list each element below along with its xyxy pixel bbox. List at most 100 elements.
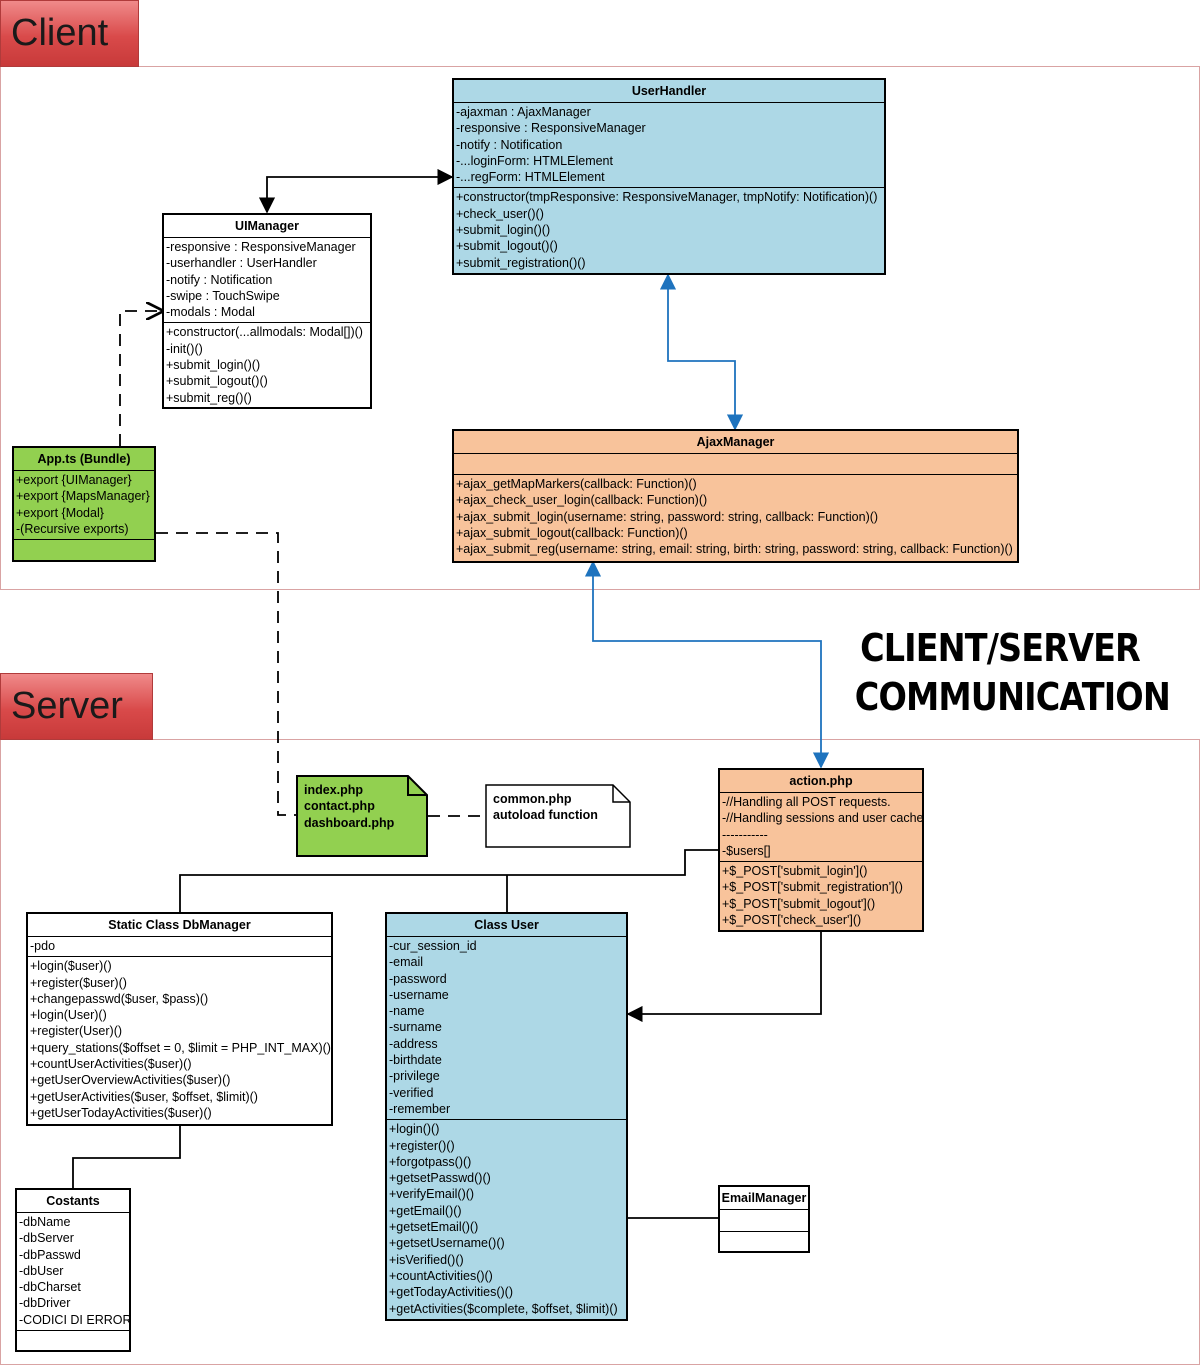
attribute: -(Recursive exports) [16,521,129,536]
userhandler-ajaxmanager-link [659,273,744,431]
action-php-class-name: action.php [720,770,922,793]
common-note-text: common.php autoload function [493,791,598,824]
ajaxmanager-attributes [454,454,1017,475]
attribute: -notify : Notification [456,137,563,152]
method: +submit_logout()() [456,239,558,254]
method: +submit_reg()() [166,390,252,405]
app-pages-dependency [156,532,297,816]
note-line: contact.php [304,799,375,814]
method: +getEmail()() [389,1203,462,1218]
client-section-label: Client [0,0,139,67]
method: -init()() [166,341,203,356]
dbmanager-class[interactable]: Static Class DbManager -pdo +login($user… [26,912,333,1126]
method: +getsetPasswd()() [389,1171,491,1186]
note-shape-icon [296,775,428,857]
attribute: -...loginForm: HTMLElement [456,153,613,168]
attribute: -dbName [19,1215,71,1229]
attribute: -CODICI DI ERRORE [19,1312,131,1327]
attribute: -dbPasswd [19,1247,81,1262]
ajaxmanager-class[interactable]: AjaxManager +ajax_getMapMarkers(callback… [452,429,1019,563]
attribute: -swipe : TouchSwipe [166,288,280,303]
method: +ajax_check_user_login(callback: Functio… [456,493,708,508]
userhandler-class-name: UserHandler [454,80,884,103]
method: +register()() [389,1138,455,1153]
banner-title-line2: COMMUNICATION [854,675,1171,719]
note-shape-icon [485,784,631,848]
method: +ajax_getMapMarkers(callback: Function)(… [456,477,697,491]
method: +getsetEmail()() [389,1220,479,1235]
attribute: +export {UIManager} [16,473,132,487]
userhandler-class[interactable]: UserHandler -ajaxman : AjaxManager -resp… [452,78,886,275]
uimanager-methods: +constructor(...allmodals: Modal[])() -i… [164,323,370,407]
method: +getsetUsername()() [389,1236,505,1251]
attribute: -name [389,1004,425,1019]
uimanager-userhandler-link [258,168,454,214]
attribute: -birthdate [389,1053,442,1068]
method: +register($user)() [30,975,127,990]
attribute: -//Handling all POST requests. [722,795,891,809]
attribute: -address [389,1036,438,1051]
server-section-label: Server [0,673,153,740]
action-php-methods: +$_POST['submit_login']() +$_POST['submi… [720,862,922,930]
constants-attributes: -dbName -dbServer -dbPasswd -dbUser -dbC… [17,1213,131,1332]
attribute: -$users[] [722,843,771,858]
method: +login()() [389,1122,440,1137]
method: +countUserActivities($user)() [30,1057,192,1072]
emailmanager-methods [720,1232,808,1251]
attribute: -modals : Modal [166,305,255,320]
method: +countActivities()() [389,1268,493,1283]
method: +query_stations($offset = 0, $limit = PH… [30,1040,331,1055]
attribute: -notify : Notification [166,272,273,287]
app-bundle-methods [14,540,154,560]
emailmanager-class-name: EmailManager [720,1187,808,1210]
user-attributes: -cur_session_id -email -password -userna… [387,937,626,1121]
common-note[interactable]: common.php autoload function [485,784,632,849]
attribute: -password [389,971,447,986]
method: +ajax_submit_logout(callback: Function)(… [456,525,688,540]
attribute: -dbDriver [19,1296,71,1311]
action-tree-link [179,849,718,912]
method: +getUserActivities($user, $offset, $limi… [30,1089,258,1104]
method: +login(User)() [30,1008,107,1023]
method: +submit_registration()() [456,255,586,270]
attribute: -dbCharset [19,1280,81,1295]
method: +register(User)() [30,1024,123,1039]
constants-class-name: Costants [17,1190,129,1213]
method: +$_POST['submit_logout']() [722,896,876,911]
method: +constructor(tmpResponsive: ResponsiveMa… [456,190,878,205]
dbmanager-constants-link [72,1126,181,1188]
method: +login($user)() [30,959,112,974]
note-line: common.php [493,792,572,806]
app-uimanager-dependency [119,311,162,446]
attribute: -//Handling sessions and user cache [722,811,924,826]
attribute: -email [389,955,424,970]
dbmanager-methods: +login($user)() +register($user)() +chan… [28,957,331,1123]
pages-note[interactable]: index.php contact.php dashboard.php [296,775,429,857]
method: +isVerified()() [389,1252,464,1267]
dbmanager-class-name: Static Class DbManager [28,914,331,937]
attribute: -surname [389,1020,442,1035]
note-line: autoload function [493,808,598,823]
method: +getUserOverviewActivities($user)() [30,1073,231,1088]
method: +$_POST['submit_login']() [722,864,868,879]
constants-class[interactable]: Costants -dbName -dbServer -dbPasswd -db… [15,1188,131,1352]
method: +$_POST['check_user']() [722,913,862,928]
method: +constructor(...allmodals: Modal[])() [166,325,363,340]
attribute: -username [389,987,449,1002]
user-class-name: Class User [387,914,626,937]
user-class[interactable]: Class User -cur_session_id -email -passw… [385,912,628,1321]
app-bundle-class[interactable]: App.ts (Bundle) +export {UIManager} +exp… [12,446,156,562]
user-methods: +login()() +register()() +forgotpass()()… [387,1120,626,1319]
method: +submit_logout()() [166,374,268,389]
banner-title-line1: CLIENT/SERVER [860,626,1141,670]
action-php-class[interactable]: action.php -//Handling all POST requests… [718,768,924,932]
method: +verifyEmail()() [389,1187,475,1202]
attribute: -responsive : ResponsiveManager [166,240,356,254]
method: +getTodayActivities()() [389,1285,513,1300]
method: +changepasswd($user, $pass)() [30,991,209,1006]
emailmanager-class[interactable]: EmailManager [718,1185,810,1253]
attribute: +export {Modal} [16,505,104,520]
attribute: +export {MapsManager} [16,489,150,504]
attribute: -dbServer [19,1231,74,1246]
uimanager-class[interactable]: UIManager -responsive : ResponsiveManage… [162,213,372,409]
